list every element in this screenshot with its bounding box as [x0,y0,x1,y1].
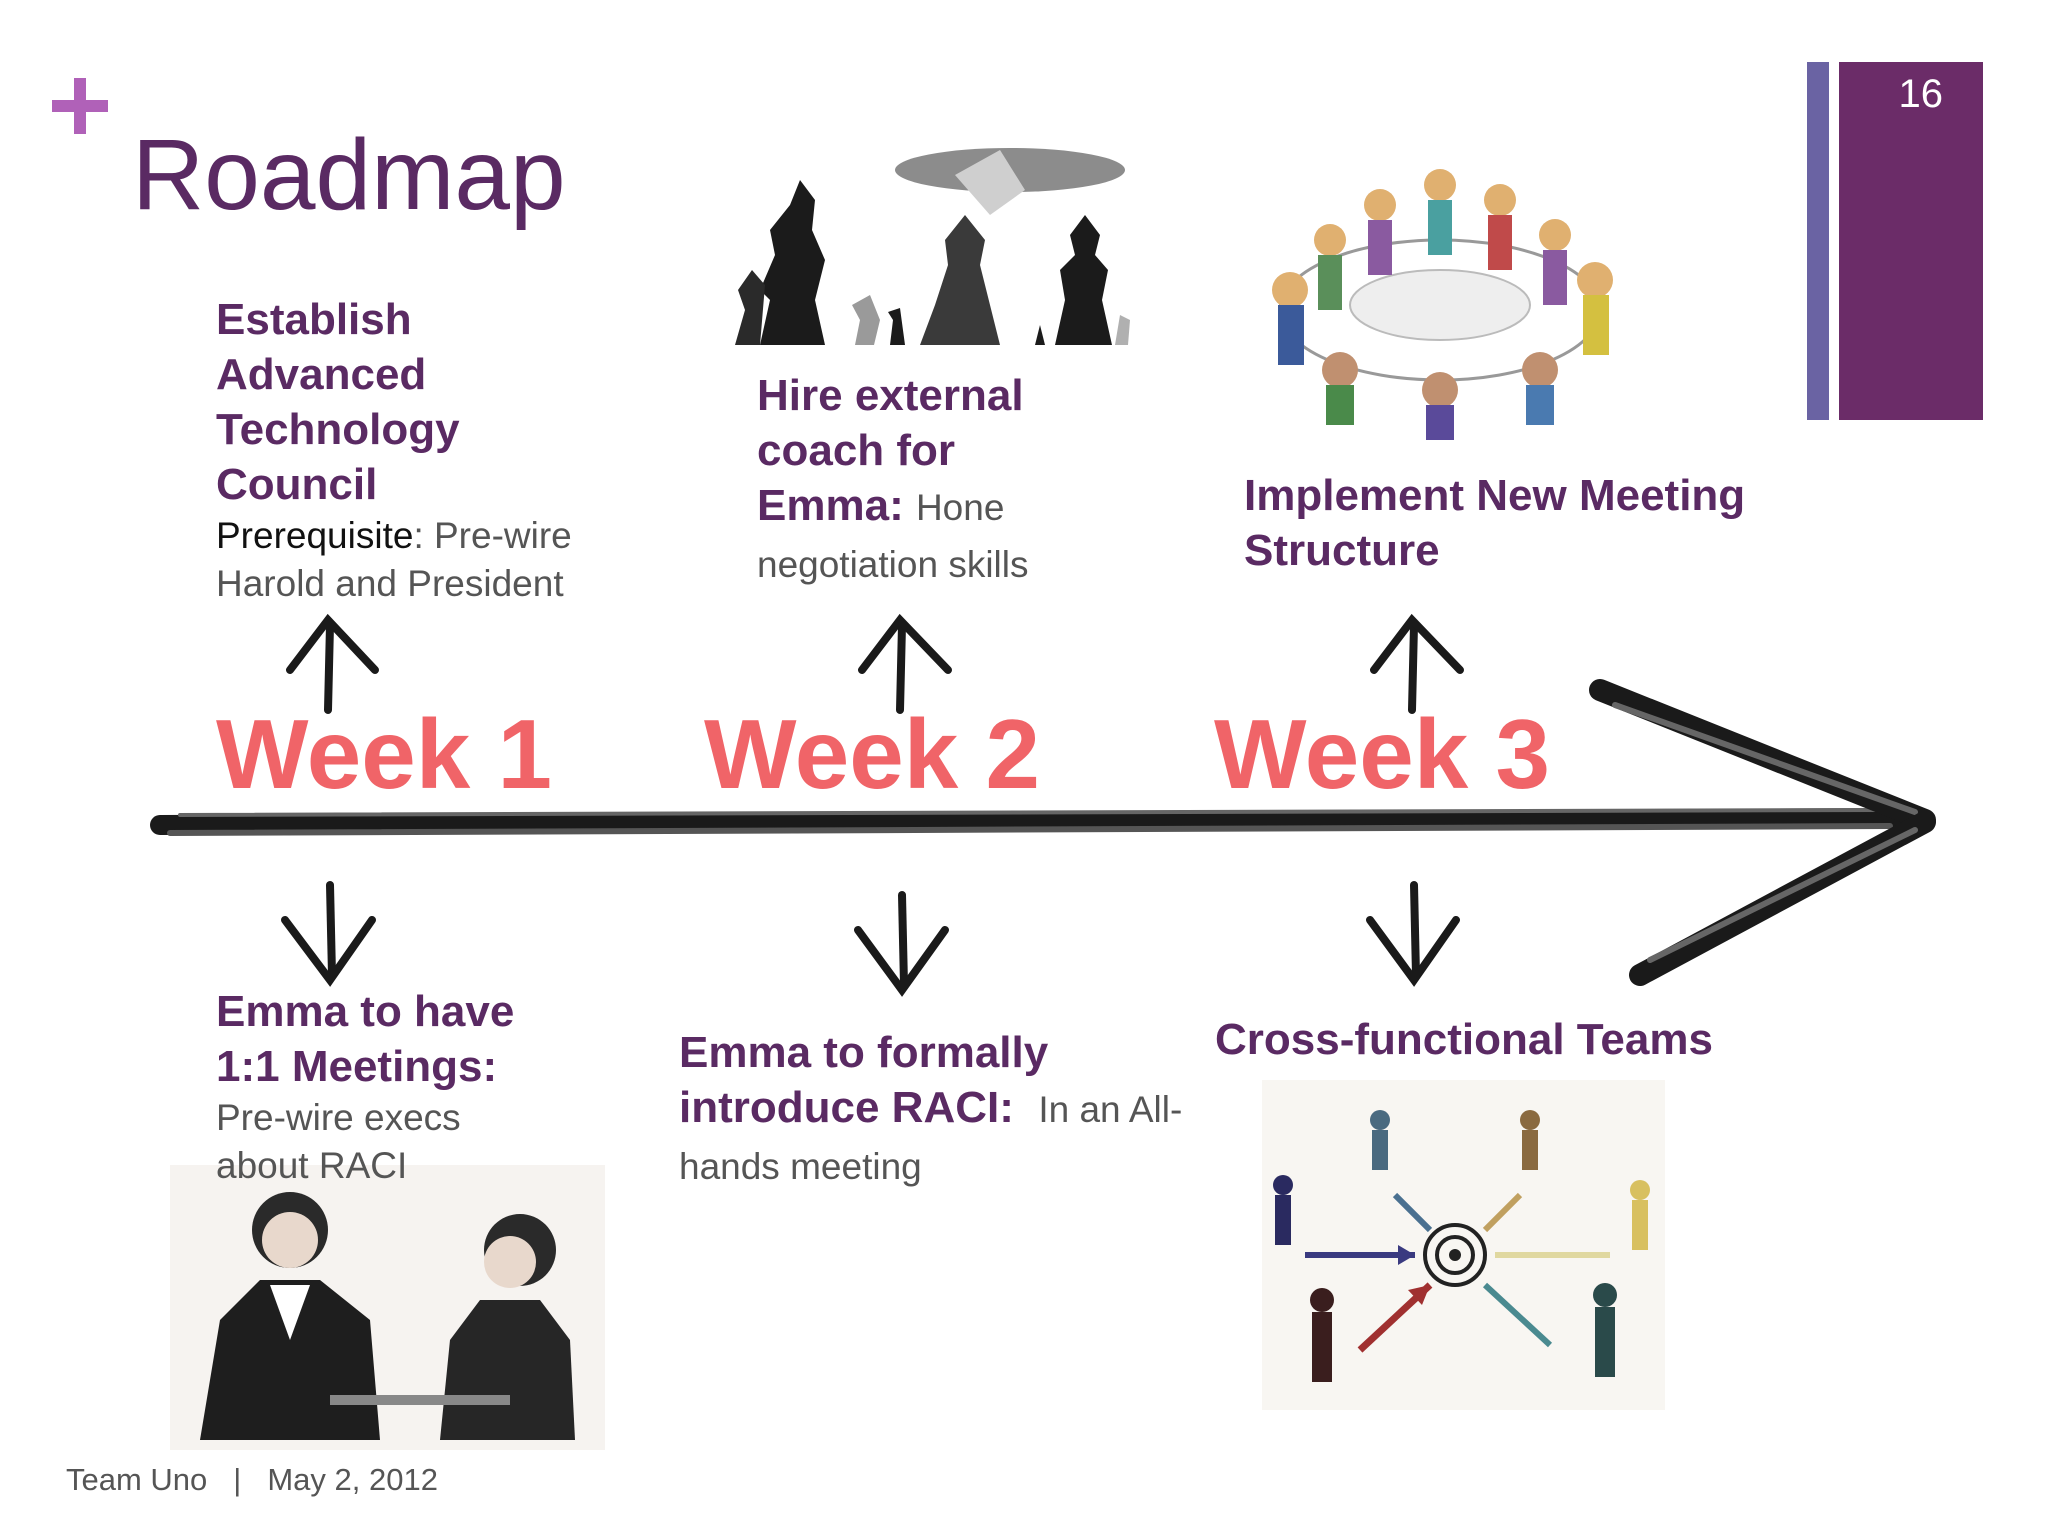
accent-bar-thin [1807,62,1829,420]
up-arrow-icon [286,613,379,714]
week1-goal-heading: Establish Advanced Technology Council [216,295,460,509]
footer-date: May 2, 2012 [267,1462,438,1497]
week2-goal-body: Hone negotiation skills [757,487,1029,585]
week3-goal: Implement New Meeting Structure [1244,468,1784,578]
timeline-arrow [150,679,1936,986]
cross-functional-teams-image [1262,1080,1665,1410]
week1-action-heading: Emma to have 1:1 Meetings: [216,987,515,1091]
week1-action: Emma to have 1:1 Meetings: Pre-wire exec… [216,984,556,1190]
week-1-label: Week 1 [216,699,552,809]
footer-team: Team Uno [66,1462,208,1497]
page-number: 16 [1898,72,1944,116]
week2-goal-heading: Hire external coach for Emma: [757,371,1024,530]
week2-action-heading: Emma to formally introduce RACI: [679,1028,1049,1132]
down-arrow-icon [1366,881,1460,987]
prerequisite-text: : Pre-wire Harold and President [216,515,572,604]
slide-footer: Team Uno | May 2, 2012 [66,1462,438,1498]
week2-action-body: In an All-hands meeting [679,1089,1183,1187]
week1-goal-prerequisite: Prerequisite: Pre-wire Harold and Presid… [216,512,616,608]
down-arrow-icon [854,891,949,997]
week3-goal-heading: Implement New Meeting Structure [1244,471,1746,575]
week1-goal: Establish Advanced Technology Council Pr… [216,292,616,608]
down-arrow-icon [281,881,376,987]
meeting-table-image [1272,169,1613,440]
chess-pieces-image [725,148,1130,350]
week2-action: Emma to formally introduce RACI: In an A… [679,1025,1219,1194]
week1-action-body: Pre-wire execs about RACI [216,1097,461,1186]
prerequisite-label: Prerequisite [216,515,414,556]
plus-icon [52,78,108,134]
one-on-one-meeting-image [170,1165,605,1450]
slide-title: Roadmap [132,119,566,231]
accent-bar-thick [1839,62,1983,420]
week2-goal: Hire external coach for Emma: Hone negot… [757,368,1087,592]
up-arrow-icon [858,613,952,714]
week3-action-heading: Cross-functional Teams [1215,1015,1713,1064]
footer-separator: | [233,1462,242,1497]
up-arrow-icon [1370,613,1464,714]
week-3-label: Week 3 [1214,699,1550,809]
week-2-label: Week 2 [704,699,1040,809]
week3-action: Cross-functional Teams [1215,1012,1775,1067]
